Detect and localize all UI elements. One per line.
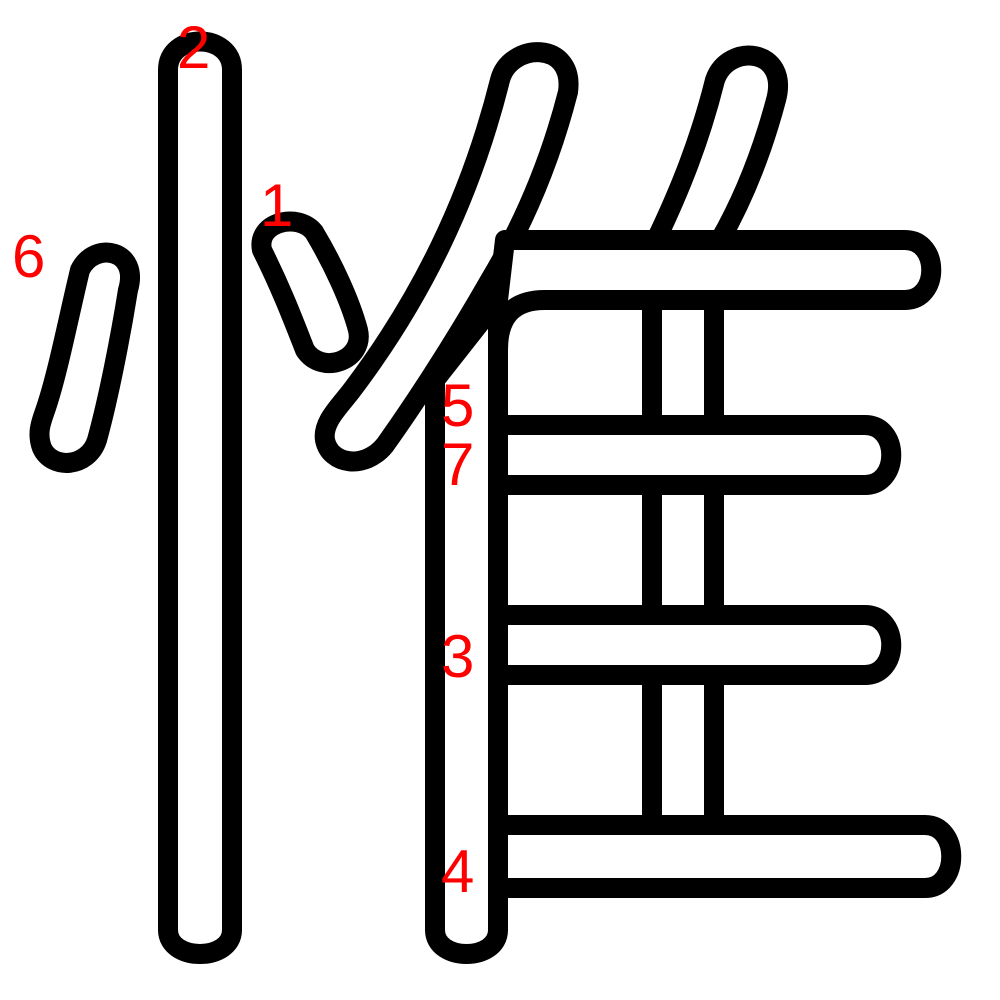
stroke-number-6: 6: [12, 223, 45, 290]
bird-horizontal-3: [488, 605, 902, 685]
stroke-6-left-dot: [29, 242, 140, 473]
stroke-4-bird-upper-stroke: [646, 45, 788, 250]
stroke-number-2: 2: [177, 14, 210, 81]
stroke-2-heart-vertical: [158, 31, 242, 964]
stroke-number-4: 4: [441, 838, 474, 905]
stroke-number-5: 5: [441, 372, 474, 439]
stroke-7-bird-center-vertical: [642, 290, 724, 840]
stroke-3-bird-vertical: [425, 290, 508, 964]
bird-horizontal-2: [488, 415, 902, 495]
bird-bottom-horizontal: [488, 815, 962, 898]
stroke-1-right-dot: [251, 211, 369, 374]
stroke-number-1: 1: [260, 172, 293, 239]
stroke-3-bird-left-stroke: [314, 42, 579, 472]
stroke-number-7: 7: [441, 431, 474, 498]
stroke-number-3: 3: [441, 623, 474, 690]
